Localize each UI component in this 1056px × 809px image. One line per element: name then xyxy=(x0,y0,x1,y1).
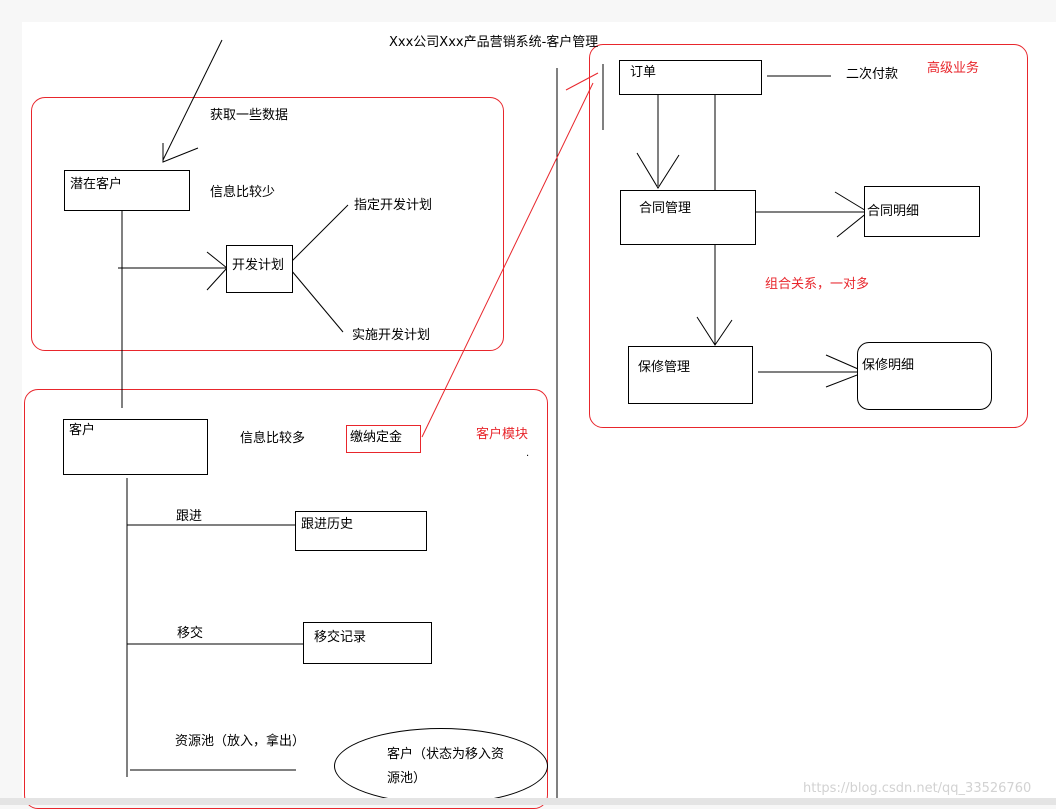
customer-module-label: 客户模块 xyxy=(476,427,529,442)
contract-mgmt-box: 合同管理 xyxy=(620,190,756,245)
info-more-label: 信息比较多 xyxy=(240,431,306,446)
transfer-label: 移交 xyxy=(177,626,204,641)
warranty-detail-label: 保修明细 xyxy=(862,358,915,373)
customer-box: 客户 xyxy=(63,419,208,475)
warranty-detail-box: 保修明细 xyxy=(857,342,992,410)
transfer-record-box: 移交记录 xyxy=(303,622,432,664)
transfer-record-label: 移交记录 xyxy=(314,630,367,645)
customer-label: 客户 xyxy=(69,423,96,438)
composition-label: 组合关系，一对多 xyxy=(765,277,870,292)
order-to-warranty-arrowhead xyxy=(696,316,733,346)
follow-history-label: 跟进历史 xyxy=(301,517,354,532)
warranty-mgmt-box: 保修管理 xyxy=(628,346,753,404)
dev-plan-arrowhead xyxy=(206,251,228,291)
watermark-text: https://blog.csdn.net/qq_33526760 xyxy=(803,781,1032,796)
dev-plan-label: 开发计划 xyxy=(232,258,285,273)
bottom-scroll-bar xyxy=(0,798,1056,805)
order-label: 订单 xyxy=(630,65,657,80)
customer-pool-label: 客户（状态为移入资源池） xyxy=(387,747,505,786)
potential-customer-box: 潜在客户 xyxy=(64,170,190,211)
contract-detail-box: 合同明细 xyxy=(864,186,980,237)
deposit-to-order-red-line xyxy=(421,82,594,438)
diagram-title: Xxx公司Xxx产品营销系统-客户管理 xyxy=(389,35,599,50)
deposit-box: 缴纳定金 xyxy=(346,425,421,453)
contract-mgmt-label: 合同管理 xyxy=(639,201,692,216)
deposit-label: 缴纳定金 xyxy=(350,430,403,445)
order-red-tick xyxy=(565,72,599,91)
follow-label: 跟进 xyxy=(176,509,203,524)
pool-label: 资源池（放入，拿出） xyxy=(175,734,306,749)
follow-history-box: 跟进历史 xyxy=(295,511,427,551)
diagram-canvas xyxy=(22,22,1056,805)
advanced-business-label: 高级业务 xyxy=(927,61,980,76)
stray-dot: . xyxy=(526,448,530,459)
implement-plan-label: 实施开发计划 xyxy=(352,328,431,343)
region-potential-customer xyxy=(31,97,504,351)
second-payment-label: 二次付款 xyxy=(846,67,899,82)
fetch-data-label: 获取一些数据 xyxy=(210,108,289,123)
info-less-label: 信息比较少 xyxy=(210,185,276,200)
order-to-contract-arrowhead xyxy=(636,152,680,189)
assign-plan-label: 指定开发计划 xyxy=(354,198,433,213)
warranty-mgmt-label: 保修管理 xyxy=(638,360,691,375)
order-box: 订单 xyxy=(619,60,762,95)
dev-plan-box: 开发计划 xyxy=(226,245,293,293)
implement-plan-branch xyxy=(290,269,344,333)
contract-detail-label: 合同明细 xyxy=(867,204,920,219)
fetch-data-arrowhead xyxy=(162,143,199,163)
customer-pool-ellipse: 客户（状态为移入资源池） xyxy=(334,728,548,804)
assign-plan-branch xyxy=(290,204,349,263)
potential-customer-label: 潜在客户 xyxy=(70,177,123,192)
fetch-data-arrow xyxy=(162,39,223,161)
region-advanced-business xyxy=(589,44,1028,428)
